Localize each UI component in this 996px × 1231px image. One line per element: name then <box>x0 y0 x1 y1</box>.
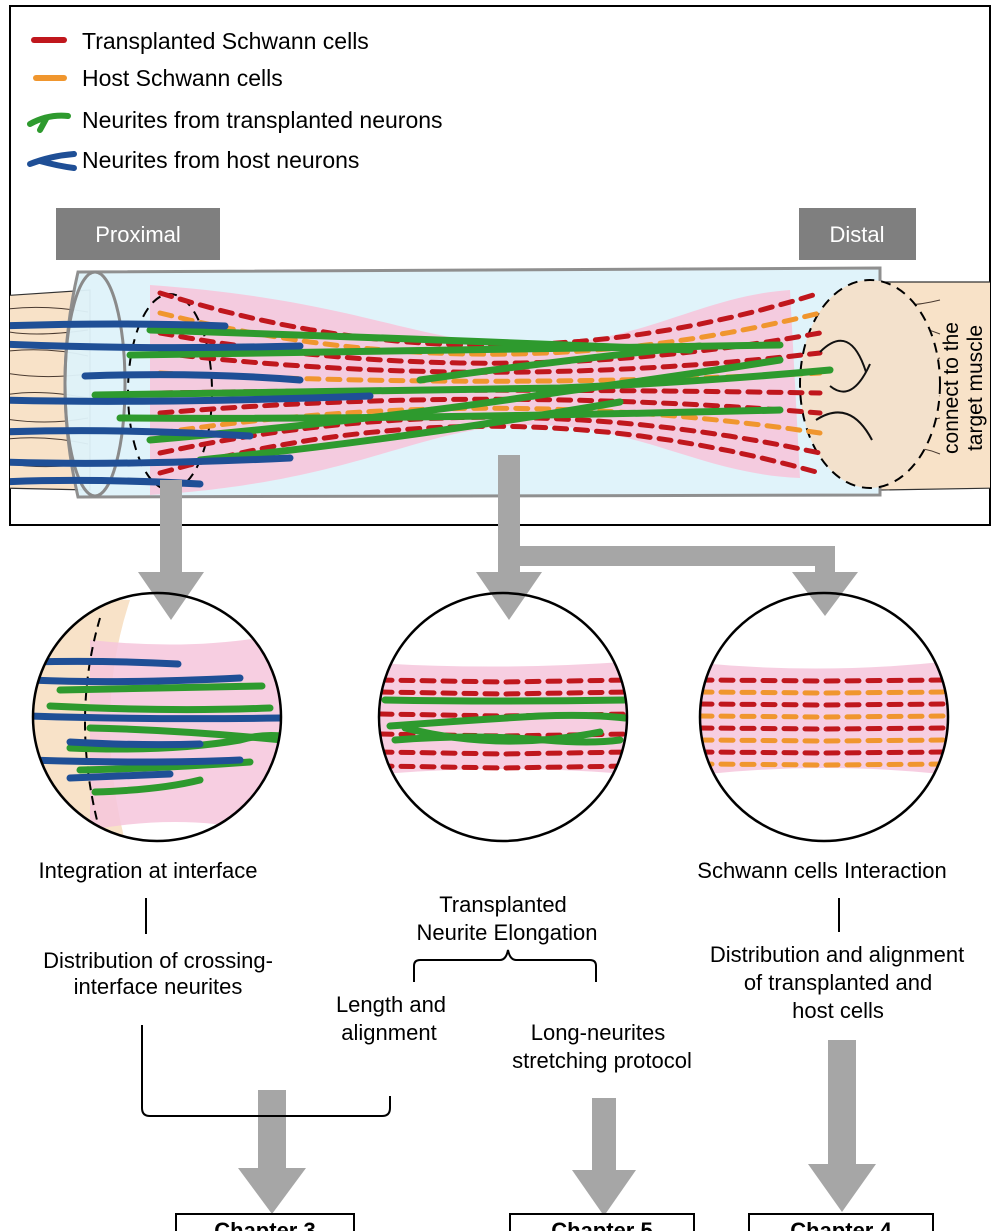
chapter-4-box: Chapter 4 <box>749 1214 933 1231</box>
chapter-5-label: Chapter 5 <box>551 1218 652 1231</box>
middle-branch-left-line2: alignment <box>341 1020 436 1045</box>
interface-zoom-circle <box>20 593 290 860</box>
chapter-4-label: Chapter 4 <box>790 1218 892 1231</box>
right-panel-sub-line1: Distribution and alignment <box>710 942 964 967</box>
schwann-zoom-circle <box>690 593 960 841</box>
middle-branch-left-line1: Length and <box>336 992 446 1017</box>
middle-branch-right-line1: Long-neurites <box>531 1020 666 1045</box>
right-panel-title: Schwann cells Interaction <box>697 858 946 883</box>
chapter-3-label: Chapter 3 <box>214 1218 315 1231</box>
middle-panel-title-line2: Neurite Elongation <box>416 920 597 945</box>
legend-label: Host Schwann cells <box>82 65 283 91</box>
chapter-5-box: Chapter 5 <box>510 1214 694 1231</box>
middle-branch-right-line2: stretching protocol <box>512 1048 692 1073</box>
flow-arrows <box>138 455 876 1216</box>
distal-label: Distal <box>829 222 884 247</box>
legend-label: Transplanted Schwann cells <box>82 28 369 54</box>
right-panel-sub-line3: host cells <box>792 998 884 1023</box>
distal-stump-face <box>800 280 940 488</box>
left-panel-title: Integration at interface <box>39 858 258 883</box>
side-label-line2: target muscle <box>964 325 987 451</box>
legend-label: Neurites from transplanted neurons <box>82 107 443 133</box>
legend-item-transplanted-neurites: Neurites from transplanted neurons <box>30 107 443 133</box>
proximal-label-box: Proximal <box>56 208 220 260</box>
distal-label-box: Distal <box>799 208 916 260</box>
elongation-zoom-circle <box>360 593 650 841</box>
middle-panel-title-line1: Transplanted <box>439 892 567 917</box>
legend-item-transplanted-schwann-cells: Transplanted Schwann cells <box>34 28 369 54</box>
side-label: connect to the target muscle <box>940 322 987 454</box>
right-panel-sub-line2: of transplanted and <box>744 970 932 995</box>
side-label-line1: connect to the <box>940 322 963 454</box>
left-panel-sub-line1: Distribution of crossing- <box>43 948 273 973</box>
left-panel-sub-line2: interface neurites <box>74 974 243 999</box>
legend-label: Neurites from host neurons <box>82 147 359 173</box>
chapter-3-box: Chapter 3 <box>176 1214 354 1231</box>
proximal-label: Proximal <box>95 222 181 247</box>
middle-brace <box>414 950 596 982</box>
